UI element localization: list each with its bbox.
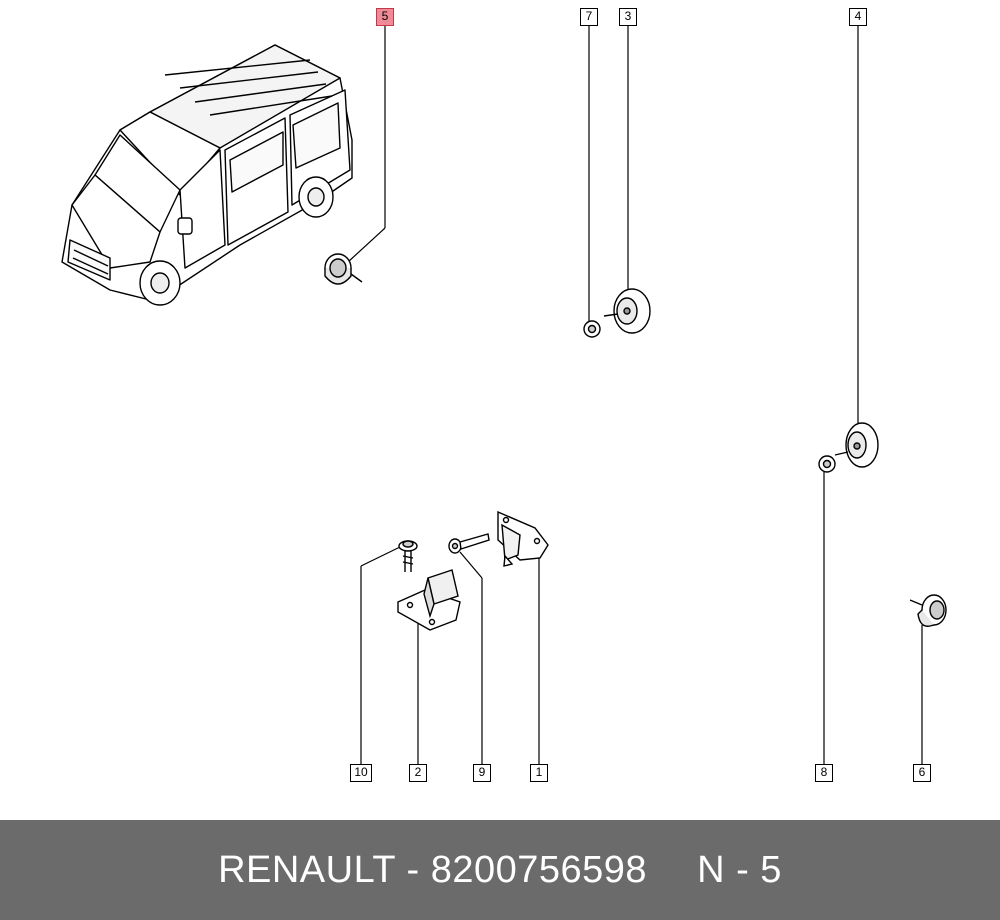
- part-10-screw: [398, 540, 418, 572]
- part-4-mount: [834, 422, 879, 468]
- footer-bar: RENAULT - 8200756598 N - 5: [0, 820, 1000, 920]
- callout-1[interactable]: 1: [530, 764, 548, 782]
- leader-lines: [347, 26, 923, 764]
- callout-10[interactable]: 10: [350, 764, 372, 782]
- part-1-bracket: [497, 510, 549, 567]
- callout-7[interactable]: 7: [580, 8, 598, 26]
- part-8-nut: [818, 455, 836, 473]
- footer-separator: -: [395, 849, 431, 891]
- part-2-bracket: [397, 569, 461, 631]
- callout-5[interactable]: 5: [376, 8, 394, 26]
- part-7-nut: [583, 320, 601, 338]
- part-3-mount: [603, 288, 651, 334]
- callout-3[interactable]: 3: [619, 8, 637, 26]
- callout-9[interactable]: 9: [473, 764, 491, 782]
- part-6-bump-stop: [909, 594, 947, 627]
- parts-diagram: [61, 26, 947, 764]
- callout-6[interactable]: 6: [913, 764, 931, 782]
- footer-position-label: N - 5: [697, 849, 782, 891]
- part-5-bump-stop: [324, 253, 363, 285]
- footer-part-number: 8200756598: [430, 849, 648, 891]
- callout-4[interactable]: 4: [849, 8, 867, 26]
- callout-2[interactable]: 2: [409, 764, 427, 782]
- part-9-screw: [448, 533, 490, 554]
- footer-brand: RENAULT: [218, 849, 396, 891]
- van-illustration: [61, 44, 353, 306]
- callout-8[interactable]: 8: [815, 764, 833, 782]
